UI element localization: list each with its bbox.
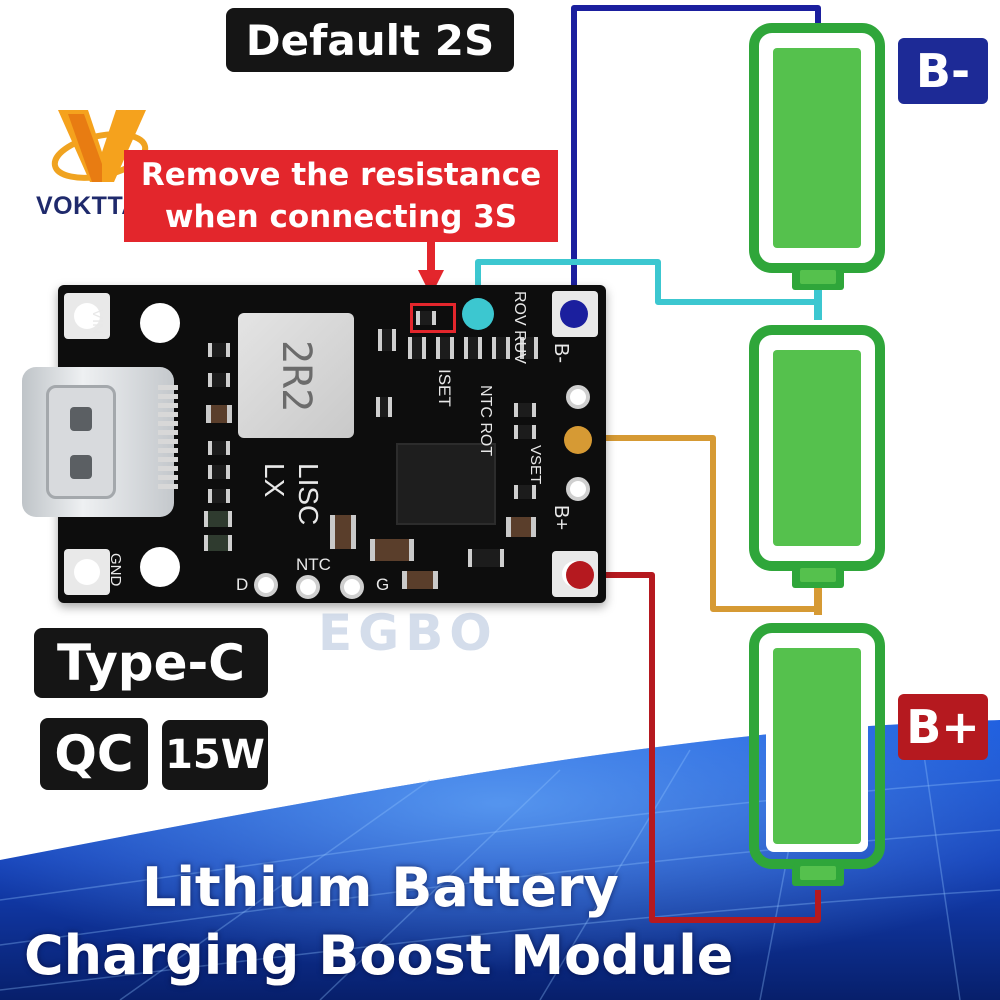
terminal-badge-negative: B- — [898, 38, 988, 104]
smd-resistor — [492, 337, 510, 359]
smd-resistor — [208, 373, 230, 387]
product-title-line-2: Charging Boost Module — [24, 924, 734, 987]
smd-resistor — [208, 343, 230, 357]
callout-line-2: when connecting 3S — [164, 199, 518, 235]
remove-resistance-callout: Remove the resistance when connecting 3S — [124, 150, 558, 242]
smd-resistor — [468, 549, 504, 567]
qc-label: QC — [40, 718, 148, 790]
via-ntc — [296, 575, 320, 599]
smd-resistor — [514, 485, 536, 499]
smd-led — [204, 535, 232, 551]
smd-resistor — [520, 337, 538, 359]
smd-resistor — [514, 403, 536, 417]
battery-cell-2 — [749, 325, 885, 588]
smd-capacitor — [402, 571, 438, 589]
removable-resistor — [416, 311, 436, 325]
smd-resistor — [464, 337, 482, 359]
usb-c-connector — [22, 367, 174, 517]
smd-capacitor — [206, 405, 232, 423]
inductor: 2R2 — [238, 313, 354, 438]
default-2s-label: Default 2S — [226, 8, 514, 72]
mounting-hole-bottom — [140, 547, 180, 587]
brand-logo: VOKTTA — [36, 98, 166, 223]
pad-gnd — [64, 549, 110, 595]
callout-line-1: Remove the resistance — [140, 157, 542, 193]
via-bottom — [566, 477, 590, 501]
smd-resistor — [208, 465, 230, 479]
smd-resistor — [208, 489, 230, 503]
battery-cell-3 — [749, 623, 885, 886]
silk-d: D — [236, 575, 249, 594]
smd-resistor — [376, 397, 392, 417]
charger-ic — [396, 443, 496, 525]
via-d — [254, 573, 278, 597]
usb-c-port — [46, 385, 116, 499]
wire-bminus — [571, 5, 821, 310]
via-g — [340, 575, 364, 599]
smd-capacitor — [370, 539, 414, 561]
usb-c-pins — [158, 385, 178, 489]
brand-logo-icon — [51, 110, 149, 182]
smd-resistor — [208, 441, 230, 455]
smd-capacitor — [506, 517, 536, 537]
smd-resistor — [436, 337, 454, 359]
smd-resistor — [408, 337, 426, 359]
smd-resistor — [378, 329, 396, 351]
egbo-watermark: EGBO — [318, 604, 498, 662]
smd-capacitor — [330, 515, 356, 549]
via-top — [566, 385, 590, 409]
battery-cell-1 — [749, 23, 885, 290]
smd-led — [204, 511, 232, 527]
usb-c-slot-bottom — [70, 455, 92, 479]
pad-vin — [64, 293, 110, 339]
product-title-line-1: Lithium Battery — [142, 856, 619, 919]
brand-name: VOKTTA — [36, 192, 140, 220]
silk-ntc: NTC — [296, 555, 331, 574]
mounting-hole-top — [140, 303, 180, 343]
removable-resistor-highlight — [410, 303, 456, 333]
silk-g: G — [376, 575, 390, 594]
type-c-label: Type-C — [34, 628, 268, 698]
power-label: 15W — [162, 720, 268, 790]
smd-resistor — [514, 425, 536, 439]
wire-bplus — [580, 572, 821, 923]
terminal-badge-positive: B+ — [898, 694, 988, 760]
usb-c-slot-top — [70, 407, 92, 431]
